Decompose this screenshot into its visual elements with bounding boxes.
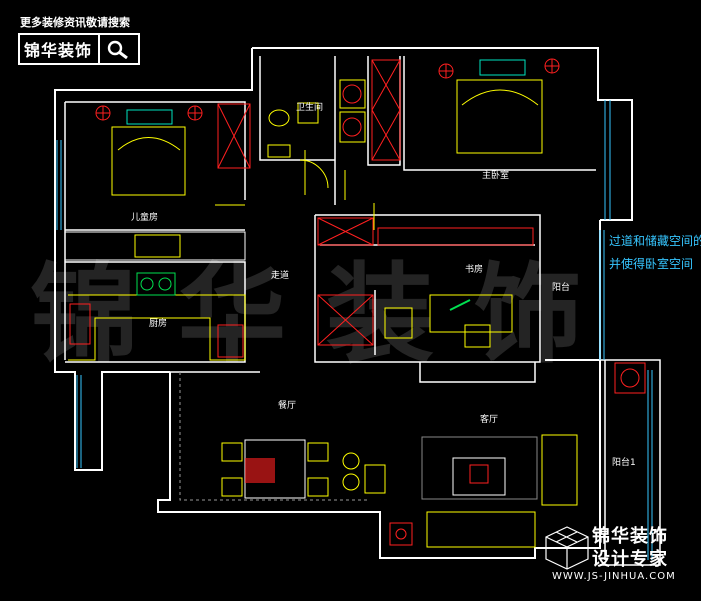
room-label-kids-room: 儿童房 (131, 213, 159, 223)
search-icon (100, 39, 138, 59)
kitchen-stove (136, 272, 176, 296)
inner-walls (64, 56, 661, 566)
big-watermark: 锦华装饰 (30, 252, 623, 378)
master-wardrobe (371, 59, 401, 161)
cabinets (64, 217, 534, 346)
kitchen-counter (68, 294, 246, 361)
kids-wardrobe (217, 103, 251, 169)
room-label-living: 客厅 (480, 415, 499, 425)
watermark-top-text: 更多装修资讯敬请搜索 (20, 16, 130, 29)
room-label-bathroom: 卫生间 (296, 103, 324, 113)
room-label-balcony1: 阳台1 (612, 458, 636, 468)
brand-subtitle: 设计专家 (592, 549, 668, 570)
room-label-dining: 餐厅 (278, 401, 297, 411)
master-bed (438, 58, 560, 154)
cube-logo-icon (545, 526, 589, 570)
bathroom-fixtures (267, 79, 366, 158)
room-label-corridor: 走道 (271, 271, 290, 281)
outer-walls (54, 47, 633, 559)
annotation-note-2: 并使得卧室空间 (609, 257, 694, 271)
logo-box: 锦华装饰 (18, 33, 140, 65)
living-furniture (389, 362, 646, 548)
room-label-kitchen: 厨房 (149, 319, 168, 329)
brand-title: 锦华装饰 (592, 526, 668, 547)
room-label-master-bedroom: 主卧室 (482, 171, 510, 181)
logo-text: 锦华装饰 (20, 35, 101, 63)
windows (56, 100, 653, 560)
brand-url: WWW.JS-JINHUA.COM (552, 571, 676, 582)
dining-table (221, 439, 386, 499)
study-desk (384, 294, 513, 348)
room-label-balcony: 阳台 (552, 283, 571, 293)
kids-bed (95, 105, 203, 196)
room-label-study: 书房 (465, 265, 484, 275)
doors (215, 150, 375, 230)
annotation-note-1: 过道和储藏空间的 (609, 234, 701, 248)
